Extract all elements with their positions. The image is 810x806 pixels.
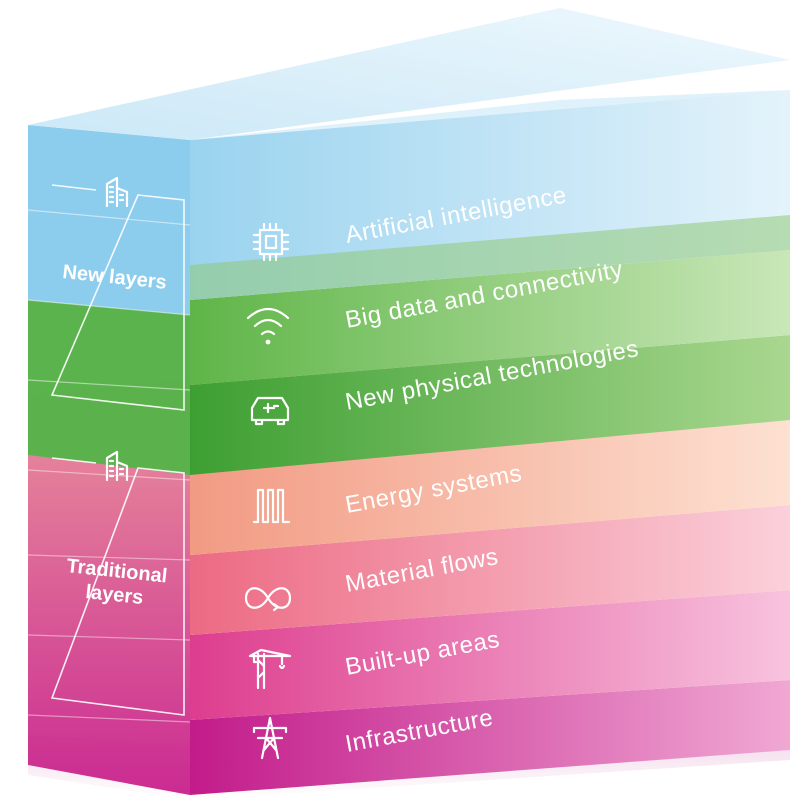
- traditional-slab-dividers: [27, 469, 191, 723]
- traditional-left-side: [28, 395, 190, 795]
- building-icon: [105, 176, 129, 208]
- slab-built-up-areas: [190, 590, 790, 720]
- power-pylon-icon: [252, 716, 288, 760]
- slab-big-data: [190, 250, 790, 385]
- top-face-inner: [190, 90, 790, 140]
- wifi-icon: [246, 307, 290, 345]
- slab-material-flows: [190, 505, 790, 635]
- infinity-loop-icon: [244, 587, 292, 612]
- chip-icon: [252, 222, 290, 262]
- electric-car-icon: [250, 396, 290, 426]
- ai-green-band: [190, 215, 790, 300]
- slab-energy-systems: [190, 420, 790, 555]
- new-left-side-green: [28, 300, 190, 475]
- heating-coil-icon: [252, 488, 291, 524]
- slab-new-physical-technologies: [190, 335, 790, 475]
- building-icon: [105, 450, 129, 482]
- top-face: [28, 8, 790, 140]
- slab-infrastructure: [190, 680, 790, 795]
- crane-icon: [248, 648, 292, 690]
- new-slab-dividers: [27, 209, 191, 391]
